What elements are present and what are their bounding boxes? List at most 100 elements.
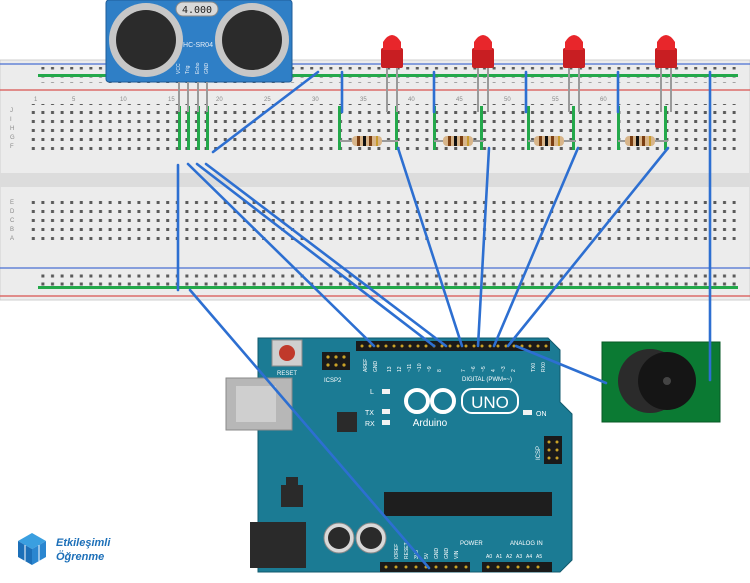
row-letter: B <box>10 227 14 233</box>
resistor-4 <box>618 136 668 146</box>
rx0-label: RX0 <box>541 362 547 372</box>
sensor-readout: 4.000 <box>182 5 212 16</box>
tx0-label: TX0 <box>531 363 537 372</box>
sensor-pin-label: Trig <box>185 65 191 74</box>
icsp2-header <box>322 352 350 370</box>
row-letters: J I H G F E D C B A <box>10 108 15 242</box>
connected-column <box>187 106 190 150</box>
breadboard-bottom-terminals <box>30 196 742 242</box>
column-number: 10 <box>120 97 127 103</box>
column-numbers: 1 5 10 15 20 25 30 35 40 45 50 55 60 <box>34 97 607 103</box>
connected-column <box>527 106 530 150</box>
row-letter: C <box>10 218 15 224</box>
leds <box>381 35 677 112</box>
row-letter: G <box>10 135 15 141</box>
connected-column <box>178 106 181 150</box>
uno-label: UNO <box>471 393 509 412</box>
power-section-label: POWER <box>460 541 483 547</box>
analog-pin-label: A5 <box>536 554 542 560</box>
digital-pin-label: ~11 <box>407 364 413 372</box>
power-pin-label: IOREF <box>394 544 400 559</box>
analog-pin-labels: A0 A1 A2 A3 A4 A5 <box>486 554 542 560</box>
power-jack <box>250 522 306 568</box>
digital-pin-label: 12 <box>397 366 403 372</box>
wire <box>195 162 436 348</box>
l-led <box>382 389 390 394</box>
power-pin-label: RESET <box>404 542 410 559</box>
arduino-brand-label: Arduino <box>413 418 448 429</box>
analog-pin-label: A4 <box>526 554 532 560</box>
on-label: ON <box>536 411 547 418</box>
digital-pin-label: 7 <box>461 369 467 372</box>
connected-column <box>664 106 667 150</box>
wire <box>186 162 376 348</box>
wire <box>492 146 580 348</box>
connected-column <box>572 106 575 150</box>
logo-line-1: Etkileşimli <box>56 537 111 549</box>
column-number: 50 <box>504 97 511 103</box>
column-number: 45 <box>456 97 463 103</box>
analog-pin-label: A2 <box>506 554 512 560</box>
digital-section-label: DIGITAL (PWM=~) <box>462 377 512 383</box>
tx-led <box>382 409 390 414</box>
column-number: 1 <box>34 97 38 103</box>
connected-column <box>338 106 341 150</box>
row-letter: J <box>10 108 13 114</box>
voltage-regulator <box>281 485 303 507</box>
connected-column <box>433 106 436 150</box>
analog-pin-label: A1 <box>496 554 502 560</box>
icsp-label: ICSP <box>536 446 542 460</box>
rx-label: RX <box>365 421 375 428</box>
buzzer <box>601 341 721 423</box>
row-letter: D <box>10 209 15 215</box>
sensor-pin-labels: VCC Trig Echo GND <box>176 62 210 74</box>
aref-label: AREF <box>363 359 369 372</box>
arduino-infinity-logo <box>404 388 456 414</box>
digital-pin-label: 13 <box>387 366 393 372</box>
wire <box>476 146 491 348</box>
row-letter: A <box>10 236 14 242</box>
sensor-pins <box>178 82 208 112</box>
resistor-3 <box>528 136 576 146</box>
power-pin-label: GND <box>434 548 440 560</box>
digital-pin-label: 8 <box>437 369 443 372</box>
column-number: 15 <box>168 97 175 103</box>
digital-pin-label: ~10 <box>417 363 423 372</box>
arduino-uno-board: RESET ICSP2 AREF GND 13 12 ~11 ~10 ~ <box>225 337 573 573</box>
connected-column <box>197 106 200 150</box>
atmega-chip <box>384 492 552 516</box>
analog-pin-label: A0 <box>486 554 492 560</box>
resistors <box>340 136 668 146</box>
power-pin-label: GND <box>444 548 450 560</box>
bottom-header-pins <box>384 565 540 569</box>
digital-pin-label: ~5 <box>481 366 487 372</box>
row-letter: H <box>10 126 14 132</box>
digital-header <box>356 341 550 351</box>
power-pin-label: VIN <box>454 550 460 559</box>
row-letter: I <box>10 117 12 123</box>
uno-badge: UNO <box>461 388 519 414</box>
etkilesimli-ogrenme-logo: Etkileşimli Öğrenme <box>18 533 111 565</box>
wire <box>188 288 431 570</box>
reset-button <box>271 339 303 367</box>
sensor-pin-label: VCC <box>176 63 182 74</box>
gnd-label: GND <box>373 361 379 373</box>
icsp-header <box>544 436 562 464</box>
connected-column <box>206 106 209 150</box>
connected-rail <box>38 286 738 289</box>
column-number: 25 <box>264 97 271 103</box>
column-number: 55 <box>552 97 559 103</box>
led-2 <box>472 35 494 112</box>
row-letter: F <box>10 144 14 150</box>
ultrasonic-sensor: 4.000 HC-SR04 VCC Trig Echo GND <box>105 0 293 112</box>
power-pin-label: 5V <box>424 552 430 559</box>
reset-label: RESET <box>277 371 297 377</box>
wire <box>396 146 464 348</box>
logo-cube-icon <box>18 533 46 565</box>
sensor-model-label: HC-SR04 <box>183 42 213 49</box>
led-1 <box>381 35 403 112</box>
column-number: 35 <box>360 97 367 103</box>
digital-pin-label: ~3 <box>501 366 507 372</box>
sensor-pin-label: Echo <box>195 62 201 74</box>
